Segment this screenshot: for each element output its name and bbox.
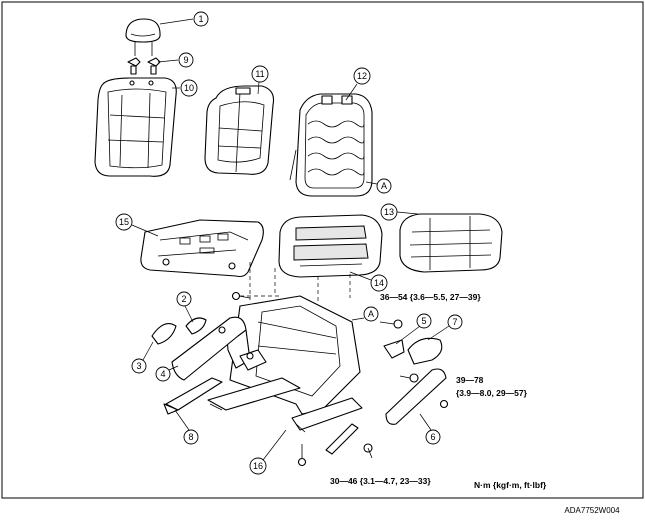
callout-label: 2: [181, 294, 186, 304]
callout-label: 10: [184, 83, 194, 93]
callout-12: 12: [353, 67, 371, 85]
callout-label: 3: [136, 361, 141, 371]
callout-5: 5: [416, 313, 432, 329]
torque-unit-note: N·m {kgf·m, ft·lbf}: [474, 480, 547, 490]
torque-front-bolt: 30—46 {3.1—4.7, 23—33}: [330, 476, 431, 486]
callout-4: 4: [155, 366, 171, 382]
torque-side-bolt-line1: 39—78: [456, 375, 484, 385]
callout-2: 2: [176, 291, 192, 307]
callout-label: 6: [430, 432, 435, 442]
callout-9: 9: [178, 52, 194, 68]
callout-label: 8: [188, 432, 193, 442]
alignment-lines: [240, 262, 351, 302]
callout-label: 12: [357, 71, 367, 81]
callout-a-top: A: [376, 178, 392, 194]
figure-frame: [1, 1, 644, 499]
callout-1: 1: [193, 11, 209, 27]
callout-label: 4: [160, 369, 165, 379]
seatback-pad: [204, 85, 275, 175]
leader-lines: [131, 18, 450, 461]
recliner-knob-cover: [151, 323, 177, 345]
seat-cushion-trim: [399, 213, 503, 273]
callout-10: 10: [180, 79, 198, 97]
callout-15: 15: [115, 213, 133, 231]
callout-label: 15: [119, 217, 129, 227]
callout-label: 1: [198, 14, 203, 24]
callout-label: 14: [374, 278, 384, 288]
callout-11: 11: [251, 65, 269, 83]
callout-6: 6: [425, 429, 441, 445]
callout-a-frame: A: [363, 306, 379, 322]
callout-7: 7: [447, 314, 463, 330]
callout-16: 16: [249, 457, 267, 475]
callout-label: 11: [255, 69, 264, 79]
seat-cushion-pad: [278, 214, 383, 278]
seat-cushion-pan: [140, 219, 264, 278]
callout-label: 7: [452, 317, 457, 327]
callout-13: 13: [380, 203, 398, 221]
callout-label: 16: [253, 461, 263, 471]
recliner-side-cover: [171, 316, 247, 381]
torque-side-bolt-line2: {3.9—8.0, 29—57}: [456, 388, 528, 398]
seat-rails: [207, 377, 363, 433]
callout-label: A: [368, 309, 374, 319]
callout-label: 9: [183, 55, 188, 65]
figure-code: ADA7752W004: [564, 506, 620, 515]
recliner-lever: [407, 337, 443, 365]
recliner-knob: [185, 317, 207, 335]
seatback-trim: [94, 77, 177, 177]
callout-label: 13: [384, 207, 394, 217]
callout-label: 5: [421, 316, 426, 326]
front-bracket: [325, 423, 373, 459]
callout-3: 3: [131, 358, 147, 374]
bolts: [231, 291, 449, 467]
headrest: [125, 18, 161, 56]
callout-8: 8: [183, 429, 199, 445]
lever-cover: [383, 339, 405, 359]
callout-14: 14: [370, 274, 388, 292]
outer-side-cover: [385, 368, 447, 425]
torque-rear-bolt: 36—54 {3.6—5.5, 27—39}: [380, 292, 481, 302]
side-bracket: [163, 377, 223, 415]
seatback-frame: [289, 93, 373, 197]
callout-label: A: [381, 181, 387, 191]
headrest-guides: [127, 57, 161, 75]
